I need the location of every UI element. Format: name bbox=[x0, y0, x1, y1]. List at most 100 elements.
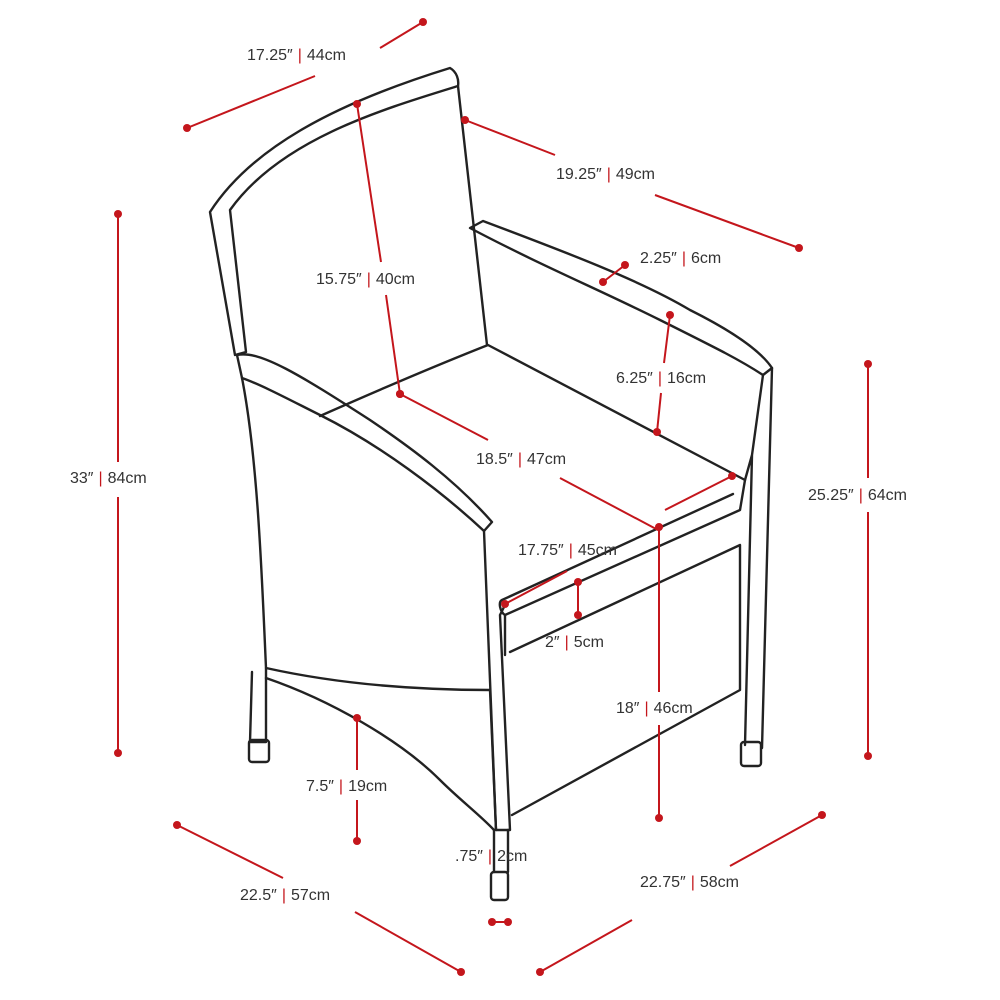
imperial-value: 33″ bbox=[70, 470, 94, 487]
label-arm-floor-height: 25.25″|64cm bbox=[808, 486, 907, 506]
imperial-value: 17.75″ bbox=[518, 542, 564, 559]
dim-dot bbox=[864, 752, 872, 760]
dim-back-depth-line bbox=[654, 194, 800, 249]
separator: | bbox=[517, 451, 522, 468]
label-overall-width: 22.75″|58cm bbox=[640, 873, 739, 893]
dim-dot bbox=[419, 18, 427, 26]
imperial-value: 22.75″ bbox=[640, 874, 686, 891]
metric-value: 16cm bbox=[666, 370, 707, 387]
imperial-value: .75″ bbox=[455, 848, 483, 865]
label-back-height: 15.75″|40cm bbox=[316, 270, 415, 290]
imperial-value: 19.25″ bbox=[556, 166, 602, 183]
dim-dot bbox=[655, 814, 663, 822]
dim-overall-width-line bbox=[539, 919, 633, 973]
dim-dot bbox=[396, 390, 404, 398]
separator: | bbox=[564, 634, 569, 651]
dim-back-width-line bbox=[379, 21, 424, 49]
metric-value: 58cm bbox=[699, 874, 739, 891]
imperial-value: 17.25″ bbox=[247, 47, 293, 64]
front-panel bbox=[508, 543, 742, 817]
imperial-value: 18.5″ bbox=[476, 451, 513, 468]
rear-left-foot bbox=[247, 738, 271, 764]
seat-cushion bbox=[318, 343, 747, 617]
front-leg bbox=[492, 828, 510, 874]
dim-back-depth-line bbox=[464, 119, 556, 156]
dim-back-height-line bbox=[356, 103, 382, 263]
metric-value: 64cm bbox=[867, 487, 907, 504]
separator: | bbox=[690, 874, 695, 891]
dim-dot bbox=[666, 311, 674, 319]
separator: | bbox=[297, 47, 302, 64]
dim-overall-width-line bbox=[729, 814, 823, 867]
label-seat-depth: 18.5″|47cm bbox=[476, 450, 566, 470]
imperial-value: 25.25″ bbox=[808, 487, 854, 504]
separator: | bbox=[281, 887, 286, 904]
dim-dot bbox=[183, 124, 191, 132]
dimension-lines bbox=[114, 18, 872, 976]
label-seat-width: 17.75″|45cm bbox=[518, 541, 617, 561]
dim-dot bbox=[353, 100, 361, 108]
label-cushion-thickness: 2″|5cm bbox=[545, 633, 604, 653]
dim-dot bbox=[574, 578, 582, 586]
separator: | bbox=[858, 487, 863, 504]
metric-value: 40cm bbox=[375, 271, 415, 288]
front-left-leg-outline bbox=[482, 529, 512, 832]
separator: | bbox=[338, 778, 344, 795]
label-overall-depth: 22.5″|57cm bbox=[240, 886, 330, 906]
dim-seat-width-line bbox=[664, 475, 733, 511]
separator: | bbox=[657, 370, 662, 387]
dim-dot bbox=[728, 472, 736, 480]
dim-dot bbox=[864, 360, 872, 368]
separator: | bbox=[644, 700, 649, 717]
left-arm bbox=[235, 353, 494, 533]
dim-seat-depth-line bbox=[399, 393, 489, 441]
label-total-height: 33″|84cm bbox=[70, 469, 147, 489]
dim-dot bbox=[536, 968, 544, 976]
metric-value: 49cm bbox=[615, 166, 655, 183]
dim-dot bbox=[504, 918, 512, 926]
label-arm-height: 6.25″|16cm bbox=[616, 369, 706, 389]
imperial-value: 15.75″ bbox=[316, 271, 362, 288]
dim-dot bbox=[653, 428, 661, 436]
label-leg-clearance: 7.5″|19cm bbox=[306, 777, 387, 797]
label-back-width: 17.25″|44cm bbox=[247, 46, 346, 66]
right-foot bbox=[739, 740, 763, 768]
backrest-frame bbox=[208, 66, 460, 357]
dim-overall-depth-line bbox=[176, 824, 284, 879]
metric-value: 19cm bbox=[348, 778, 388, 795]
dim-dot bbox=[114, 210, 122, 218]
metric-value: 57cm bbox=[290, 887, 331, 904]
chair-drawing bbox=[208, 66, 774, 902]
metric-value: 47cm bbox=[526, 451, 567, 468]
label-seat-height: 18″|46cm bbox=[616, 699, 693, 719]
imperial-value: 22.5″ bbox=[240, 887, 277, 904]
imperial-value: 7.5″ bbox=[306, 778, 334, 795]
label-arm-width: 2.25″|6cm bbox=[640, 249, 721, 269]
imperial-value: 6.25″ bbox=[616, 370, 653, 387]
dim-back-width-line bbox=[186, 75, 316, 129]
dim-dot bbox=[621, 261, 629, 269]
imperial-value: 18″ bbox=[616, 700, 640, 717]
dim-dot bbox=[599, 278, 607, 286]
label-leg-diameter: .75″|2cm bbox=[455, 847, 527, 867]
dim-dot bbox=[501, 600, 509, 608]
dim-dot bbox=[114, 749, 122, 757]
dim-dot bbox=[173, 821, 181, 829]
dim-dot bbox=[795, 244, 803, 252]
separator: | bbox=[487, 848, 493, 865]
separator: | bbox=[366, 271, 371, 288]
dim-dot bbox=[488, 918, 496, 926]
separator: | bbox=[606, 166, 611, 183]
rear-left-leg bbox=[248, 666, 268, 744]
metric-value: 45cm bbox=[577, 542, 617, 559]
label-back-depth: 19.25″|49cm bbox=[556, 165, 655, 185]
dim-dot bbox=[457, 968, 465, 976]
metric-value: 2cm bbox=[497, 848, 528, 865]
dim-overall-depth-line bbox=[354, 911, 462, 973]
front-foot bbox=[489, 870, 510, 902]
separator: | bbox=[681, 250, 686, 267]
dim-seat-width-line bbox=[504, 570, 568, 605]
lower-apron-curve bbox=[264, 676, 496, 832]
metric-value: 84cm bbox=[107, 470, 147, 487]
imperial-value: 2.25″ bbox=[640, 250, 677, 267]
